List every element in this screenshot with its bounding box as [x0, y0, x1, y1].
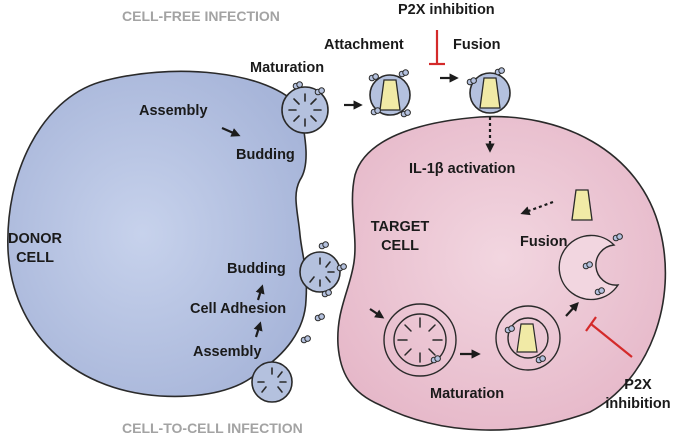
label-budding-bottom: Budding — [227, 261, 286, 277]
inhibition-bar-cell-to-cell — [590, 323, 633, 358]
target-cell-label: TARGET CELL — [370, 219, 430, 254]
endosome-mature — [495, 305, 561, 371]
budding-virion-bottom — [251, 361, 293, 403]
label-p2x-inhibition-top: P2X inhibition — [398, 2, 495, 18]
header-cell-free: CELL-FREE INFECTION — [122, 8, 280, 24]
donor-cell-body — [7, 70, 308, 398]
label-p2x-inhibition-bottom: P2X inhibition — [605, 377, 671, 412]
budding-virion-middle — [299, 241, 347, 298]
label-il1b-activation: IL-1β activation — [409, 161, 516, 177]
label-maturation-top: Maturation — [250, 60, 325, 76]
label-cell-adhesion: Cell Adhesion — [190, 301, 287, 317]
label-budding-top: Budding — [236, 147, 295, 163]
label-maturation-bottom: Maturation — [430, 386, 505, 402]
budding-virion-top — [281, 81, 329, 134]
released-capsid — [571, 189, 593, 221]
label-attachment: Attachment — [324, 37, 404, 53]
fusing-virion — [466, 67, 511, 114]
donor-cell-label: DONOR CELL — [8, 231, 62, 266]
label-fusion-bottom: Fusion — [520, 234, 568, 250]
mature-virion-attachment — [368, 69, 411, 118]
label-fusion-top: Fusion — [453, 37, 501, 53]
endosome-fusion — [558, 233, 623, 301]
label-assembly-bottom: Assembly — [193, 344, 262, 360]
endosome-immature — [383, 303, 457, 377]
label-assembly-top: Assembly — [139, 103, 208, 119]
header-cell-to-cell: CELL-TO-CELL INFECTION — [122, 420, 303, 436]
